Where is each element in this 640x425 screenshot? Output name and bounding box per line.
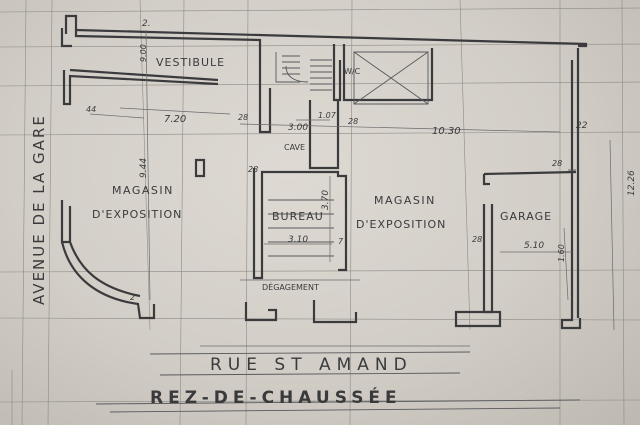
room-label-shop-right-1: MAGASIN: [374, 194, 436, 207]
dim-top-corner: 2.: [142, 19, 151, 29]
cellar-hatch: [353, 51, 429, 105]
dim-7: 7: [338, 237, 344, 246]
street-rue-label: RUE ST AMAND: [210, 355, 413, 375]
room-label-shop-left-2: D'EXPOSITION: [92, 208, 182, 221]
dim-22: 22: [576, 121, 588, 131]
dim-510: 5.10: [524, 241, 544, 251]
room-label-vestibule: VESTIBULE: [156, 56, 225, 69]
dim-160: 1.60: [557, 244, 566, 262]
dim-107: 1.07: [318, 111, 337, 120]
floor-title: REZ-DE-CHAUSSÉE: [150, 386, 402, 408]
dim-28-b: 28: [348, 117, 358, 126]
dim-44: 44: [86, 105, 96, 114]
dim-300: 3.00: [288, 123, 308, 133]
title-rules: [11, 351, 581, 425]
dim-28-e: 28: [248, 165, 258, 174]
dimension-lines: [89, 29, 615, 347]
dim-28-a: 28: [238, 113, 248, 122]
room-label-garage: GARAGE: [500, 210, 552, 223]
interior-walls: [194, 44, 577, 328]
dim-370: 3.70: [321, 190, 331, 210]
room-label-shop-right-2: D'EXPOSITION: [356, 218, 446, 231]
room-label-office: BUREAU: [272, 210, 324, 223]
dim-28-d: 28: [552, 159, 562, 168]
dim-a: 2': [130, 293, 137, 302]
room-label-shop-left-1: MAGASIN: [112, 184, 174, 197]
dim-720: 7.20: [164, 114, 186, 125]
room-label-degagement: DÉGAGEMENT: [262, 281, 319, 292]
dim-900: 9.00: [139, 44, 148, 62]
exterior-walls: [60, 14, 588, 330]
street-avenue-label: AVENUE DE LA GARE: [30, 114, 48, 305]
room-label-wc: W/C: [344, 67, 361, 76]
dim-1226: 12.26: [627, 170, 637, 196]
room-label-cave: CAVE: [284, 143, 305, 152]
dim-28-c: 28: [472, 235, 482, 244]
dim-944: 9.44: [139, 158, 149, 178]
staircase: [268, 52, 334, 257]
dim-1030: 10.30: [432, 126, 461, 137]
dim-310: 3.10: [288, 235, 308, 245]
